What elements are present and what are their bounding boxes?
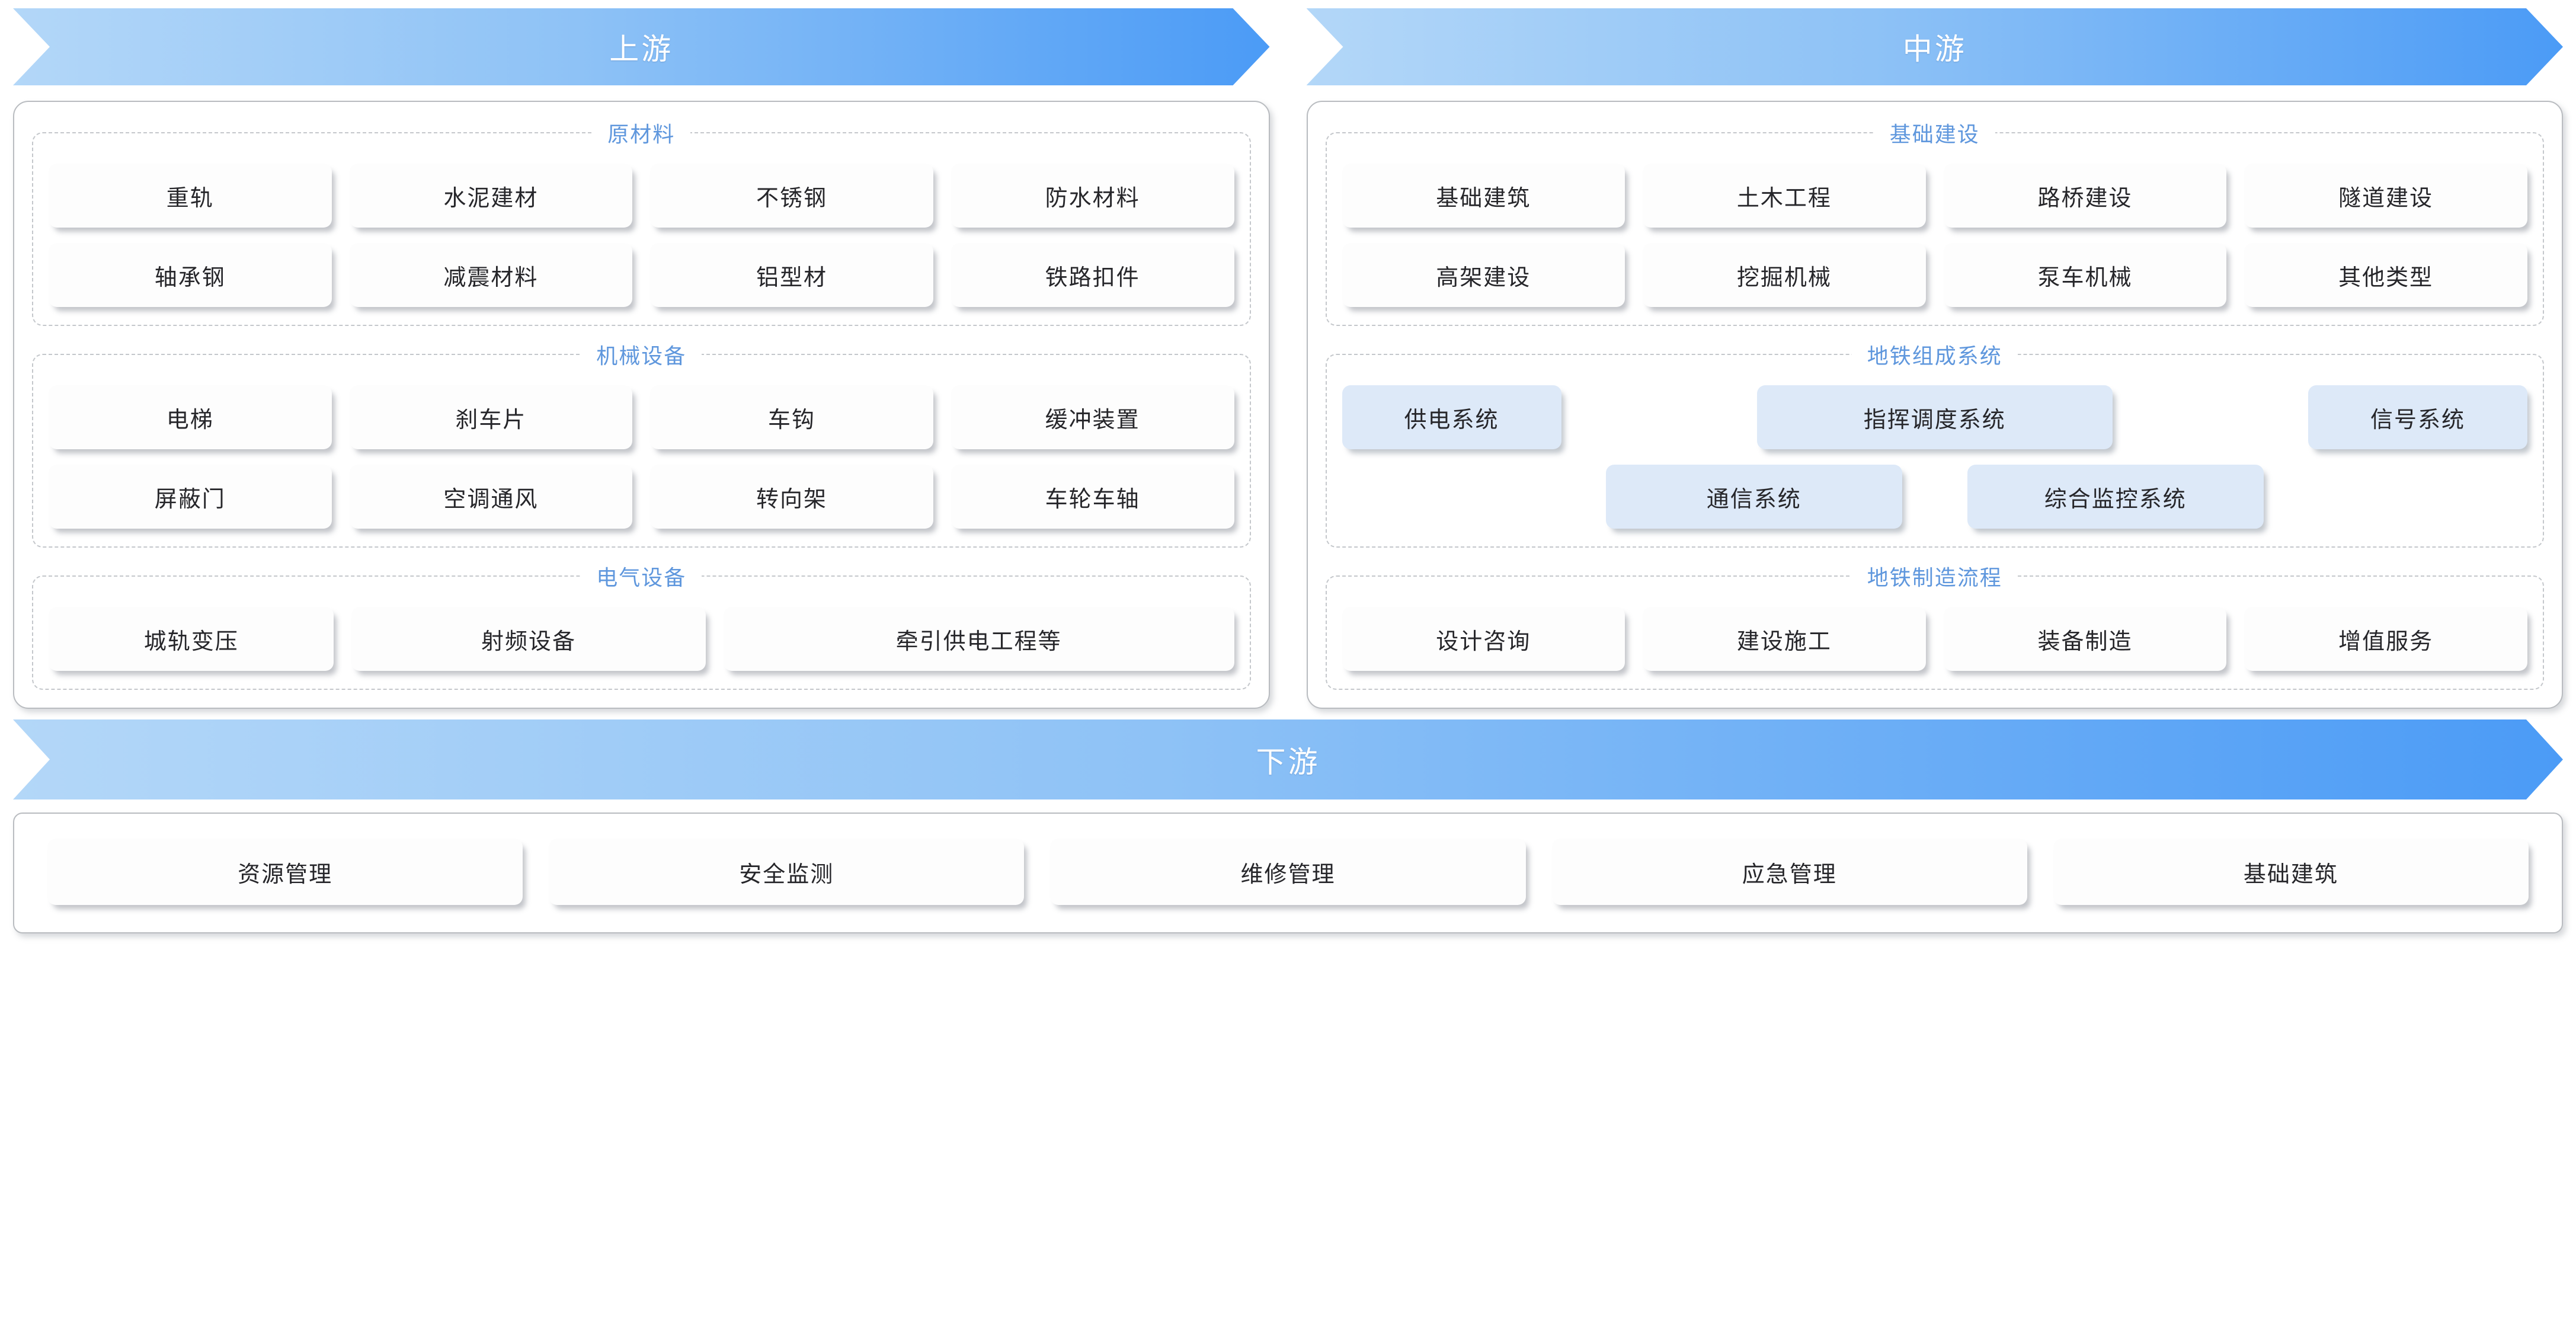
chip-item[interactable]: 隧道建设	[2244, 164, 2527, 228]
panel-midstream: 基础建设 基础建筑 土木工程 路桥建设 隧道建设 高架建设 挖掘机械 泵车机械 …	[1306, 101, 2563, 709]
chip-item[interactable]: 高架建设	[1342, 243, 1625, 307]
chip-item[interactable]: 水泥建材	[349, 164, 633, 228]
chip-item[interactable]: 车钩	[650, 385, 933, 449]
chip-item[interactable]: 泵车机械	[1943, 243, 2227, 307]
group-metro-manufacturing-title: 地铁制造流程	[1867, 565, 2002, 590]
chip-item[interactable]: 设计咨询	[1342, 607, 1625, 671]
group-mechanical-equipment-title: 机械设备	[596, 344, 687, 368]
chip-item[interactable]: 其他类型	[2244, 243, 2527, 307]
chip-item[interactable]: 供电系统	[1342, 385, 1561, 449]
group-infrastructure: 基础建设 基础建筑 土木工程 路桥建设 隧道建设 高架建设 挖掘机械 泵车机械 …	[1325, 117, 2544, 326]
group-metro-systems-title: 地铁组成系统	[1867, 344, 2002, 368]
top-banner-row: 上游 中游	[0, 0, 2576, 85]
banner-upstream[interactable]: 上游	[13, 8, 1270, 85]
chip-item[interactable]: 综合监控系统	[1967, 465, 2264, 529]
chip-item[interactable]: 减震材料	[349, 243, 633, 307]
chip-item[interactable]: 装备制造	[1943, 607, 2227, 671]
chip-item[interactable]: 车轮车轴	[951, 465, 1234, 529]
chip-item[interactable]: 维修管理	[1050, 839, 1526, 905]
downstream-banner-wrap: 下游	[0, 719, 2576, 799]
chip-item[interactable]: 增值服务	[2244, 607, 2527, 671]
group-infrastructure-title: 基础建设	[1889, 122, 1980, 146]
group-metro-manufacturing: 地铁制造流程 设计咨询 建设施工 装备制造 增值服务	[1325, 561, 2544, 690]
chip-item[interactable]: 缓冲装置	[951, 385, 1234, 449]
chip-item[interactable]: 建设施工	[1643, 607, 1926, 671]
group-electrical-equipment: 电气设备 城轨变压 射频设备 牵引供电工程等	[32, 561, 1251, 690]
chip-item[interactable]: 城轨变压	[49, 607, 334, 671]
chip-item[interactable]: 资源管理	[47, 839, 523, 905]
group-mechanical-equipment: 机械设备 电梯 刹车片 车钩 缓冲装置 屏蔽门 空调通风 转向架 车轮车轴	[32, 339, 1251, 548]
banner-midstream-label: 中游	[1902, 33, 1967, 66]
panel-downstream: 资源管理 安全监测 维修管理 应急管理 基础建筑	[13, 813, 2563, 933]
banner-midstream[interactable]: 中游	[1307, 8, 2564, 85]
group-metro-systems: 地铁组成系统 供电系统 指挥调度系统 信号系统 通信系统 综合监控系统	[1325, 339, 2544, 548]
chip-item[interactable]: 基础建筑	[2053, 839, 2529, 905]
chip-item[interactable]: 挖掘机械	[1643, 243, 1926, 307]
chip-item[interactable]: 应急管理	[1551, 839, 2027, 905]
chip-item[interactable]: 不锈钢	[650, 164, 933, 228]
downstream-panel-wrap: 资源管理 安全监测 维修管理 应急管理 基础建筑	[0, 799, 2576, 933]
chip-item[interactable]: 铝型材	[650, 243, 933, 307]
chip-item[interactable]: 安全监测	[549, 839, 1025, 905]
group-electrical-equipment-title: 电气设备	[596, 565, 687, 590]
chip-item[interactable]: 轴承钢	[49, 243, 332, 307]
banner-downstream[interactable]: 下游	[13, 719, 2563, 799]
banner-upstream-label: 上游	[609, 33, 674, 66]
chip-row: 基础建筑 土木工程 路桥建设 隧道建设	[1342, 164, 2527, 228]
chip-item[interactable]: 铁路扣件	[951, 243, 1234, 307]
banner-downstream-label: 下游	[1256, 745, 1320, 779]
chip-item[interactable]: 电梯	[49, 385, 332, 449]
chip-item[interactable]: 转向架	[650, 465, 933, 529]
chip-item[interactable]: 指挥调度系统	[1756, 385, 2113, 449]
chip-row: 轴承钢 减震材料 铝型材 铁路扣件	[49, 243, 1234, 307]
group-raw-materials-title: 原材料	[607, 122, 676, 146]
chip-row: 电梯 刹车片 车钩 缓冲装置	[49, 385, 1234, 449]
chip-item[interactable]: 屏蔽门	[49, 465, 332, 529]
chip-row: 屏蔽门 空调通风 转向架 车轮车轴	[49, 465, 1234, 529]
group-raw-materials: 原材料 重轨 水泥建材 不锈钢 防水材料 轴承钢 减震材料 铝型材 铁路扣件	[32, 117, 1251, 326]
chip-row: 资源管理 安全监测 维修管理 应急管理 基础建筑	[47, 839, 2529, 905]
chip-item[interactable]: 重轨	[49, 164, 332, 228]
chip-item[interactable]: 牵引供电工程等	[723, 607, 1234, 671]
chip-item[interactable]: 路桥建设	[1943, 164, 2227, 228]
chip-row: 重轨 水泥建材 不锈钢 防水材料	[49, 164, 1234, 228]
chip-item[interactable]: 土木工程	[1643, 164, 1926, 228]
chip-row: 设计咨询 建设施工 装备制造 增值服务	[1342, 607, 2527, 671]
chip-item[interactable]: 射频设备	[351, 607, 706, 671]
panel-upstream: 原材料 重轨 水泥建材 不锈钢 防水材料 轴承钢 减震材料 铝型材 铁路扣件	[13, 101, 1270, 709]
chip-row: 城轨变压 射频设备 牵引供电工程等	[49, 607, 1234, 671]
chip-item[interactable]: 通信系统	[1605, 465, 1902, 529]
chip-row: 供电系统 指挥调度系统 信号系统	[1342, 385, 2527, 449]
columns-container: 原材料 重轨 水泥建材 不锈钢 防水材料 轴承钢 减震材料 铝型材 铁路扣件	[0, 85, 2576, 709]
chip-item[interactable]: 刹车片	[349, 385, 633, 449]
chip-row: 高架建设 挖掘机械 泵车机械 其他类型	[1342, 243, 2527, 307]
chip-item[interactable]: 基础建筑	[1342, 164, 1625, 228]
chip-item[interactable]: 信号系统	[2308, 385, 2527, 449]
chip-item[interactable]: 防水材料	[951, 164, 1234, 228]
chip-row: 通信系统 综合监控系统	[1342, 465, 2528, 529]
chip-item[interactable]: 空调通风	[349, 465, 633, 529]
